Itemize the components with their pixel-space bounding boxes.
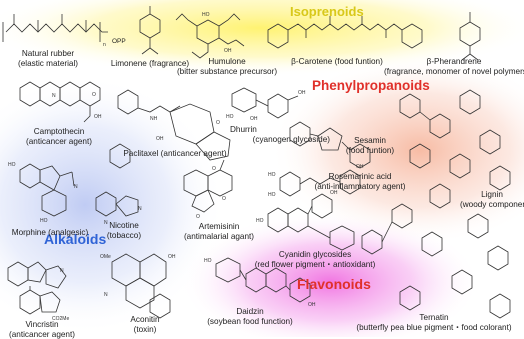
svg-text:HO: HO xyxy=(8,162,16,168)
natural-rubber-name: Natural rubber xyxy=(3,49,93,59)
pherandrene-desc: (fragrance, monomer of novel polymers xyxy=(384,67,524,77)
svg-text:N: N xyxy=(104,292,108,298)
svg-text:O: O xyxy=(196,214,200,220)
sesamin-desc: (food funtion) xyxy=(342,146,398,156)
category-phenylpropanoids: Phenylpropanoids xyxy=(312,78,430,93)
svg-text:OH: OH xyxy=(308,302,316,308)
dhurrin-desc: (cyanogen glycoside) xyxy=(224,135,334,145)
daidzin-label: Daidzin (soybean food function) xyxy=(196,307,304,326)
cyanidin-label: Cyanidin glycosides (red flower pigment・… xyxy=(252,250,378,269)
rosemarinic-name: Rosemarinic acid xyxy=(308,172,412,182)
cyanidin-desc: (red flower pigment・antioxidant) xyxy=(252,260,378,270)
daidzin-desc: (soybean food function) xyxy=(196,317,304,327)
camptothecin-desc: (anticancer agent) xyxy=(14,137,104,147)
natural-rubber-desc: (elastic material) xyxy=(3,59,93,69)
morphine-label: Morphine (analgesic) xyxy=(2,228,98,238)
svg-text:HO: HO xyxy=(268,172,276,178)
svg-text:O: O xyxy=(216,120,220,126)
rosemarinic-desc: (anti-inflammatory agent) xyxy=(308,182,412,192)
svg-text:O: O xyxy=(212,166,216,172)
svg-text:OH: OH xyxy=(94,114,102,120)
svg-text:OMe: OMe xyxy=(100,254,111,260)
svg-text:n: n xyxy=(103,42,106,48)
paclitaxel-label: Paclitaxel (anticancer agent) xyxy=(110,149,240,159)
ternatin-label: Ternatin (butterfly pea blue pigment・foo… xyxy=(344,313,524,332)
artemisinin-label: Artemisinin (antimalarial agant) xyxy=(168,222,270,241)
natural-rubber-group: OPP xyxy=(112,37,126,47)
daidzin-name: Daidzin xyxy=(196,307,304,317)
natural-rubber-label: Natural rubber (elastic material) xyxy=(3,49,93,68)
svg-text:N: N xyxy=(138,206,142,212)
lignin-label: Lignin (woody component xyxy=(460,190,524,209)
vincristin-label: Vincristin (anticancer agent) xyxy=(2,320,82,339)
svg-text:HO: HO xyxy=(40,218,48,224)
carotene-label: β-Carotene (food funtion) xyxy=(280,57,394,67)
cyanidin-name: Cyanidin glycosides xyxy=(252,250,378,260)
category-isoprenoids: Isoprenoids xyxy=(290,4,364,19)
svg-text:OH: OH xyxy=(224,48,232,54)
humulone-label: Humulone (bitter substance precursor) xyxy=(170,57,284,76)
sesamin-name: Sesamin xyxy=(342,136,398,146)
rosemarinic-label: Rosemarinic acid (anti-inflammatory agen… xyxy=(308,172,412,191)
dhurrin-label: Dhurrin (cyanogen glycoside) xyxy=(224,125,334,144)
svg-text:HO: HO xyxy=(204,258,212,264)
svg-text:OH: OH xyxy=(168,254,176,260)
camptothecin-label: Camptothecin (anticancer agent) xyxy=(14,127,104,146)
svg-text:O: O xyxy=(222,196,226,202)
dhurrin-name: Dhurrin xyxy=(224,125,334,135)
svg-text:HO: HO xyxy=(268,192,276,198)
svg-text:OH: OH xyxy=(356,164,364,170)
svg-text:O: O xyxy=(92,92,96,98)
svg-text:HO: HO xyxy=(202,12,210,18)
lignin-name: Lignin xyxy=(460,190,524,200)
category-flavonoids: Flavonoids xyxy=(297,276,371,292)
nicotine-name: Nicotine xyxy=(90,221,158,231)
svg-text:N: N xyxy=(60,268,64,274)
lignin-desc: (woody component xyxy=(460,200,524,210)
artemisinin-name: Artemisinin xyxy=(168,222,270,232)
humulone-name: Humulone xyxy=(170,57,284,67)
aconitin-label: Aconitin (toxin) xyxy=(120,315,170,334)
svg-text:N: N xyxy=(52,93,56,99)
svg-text:OH: OH xyxy=(250,116,258,122)
camptothecin-name: Camptothecin xyxy=(14,127,104,137)
svg-text:NH: NH xyxy=(150,116,158,122)
svg-text:OH: OH xyxy=(298,90,306,96)
ternatin-name: Ternatin xyxy=(344,313,524,323)
artemisinin-desc: (antimalarial agant) xyxy=(168,232,270,242)
humulone-desc: (bitter substance precursor) xyxy=(170,67,284,77)
pherandrene-label: β-Pherandrene (fragrance, monomer of nov… xyxy=(384,57,524,76)
ternatin-desc: (butterfly pea blue pigment・food coloran… xyxy=(344,323,524,333)
svg-text:HO: HO xyxy=(226,114,234,120)
aconitin-name: Aconitin xyxy=(120,315,170,325)
svg-text:OH: OH xyxy=(156,136,164,142)
sesamin-label: Sesamin (food funtion) xyxy=(342,136,398,155)
nicotine-desc: (tobacco) xyxy=(90,231,158,241)
nicotine-label: Nicotine (tobacco) xyxy=(90,221,158,240)
vincristin-name: Vincristin xyxy=(2,320,82,330)
pherandrene-name: β-Pherandrene xyxy=(384,57,524,67)
vincristin-desc: (anticancer agent) xyxy=(2,330,82,339)
aconitin-desc: (toxin) xyxy=(120,325,170,335)
svg-text:N: N xyxy=(74,184,78,190)
